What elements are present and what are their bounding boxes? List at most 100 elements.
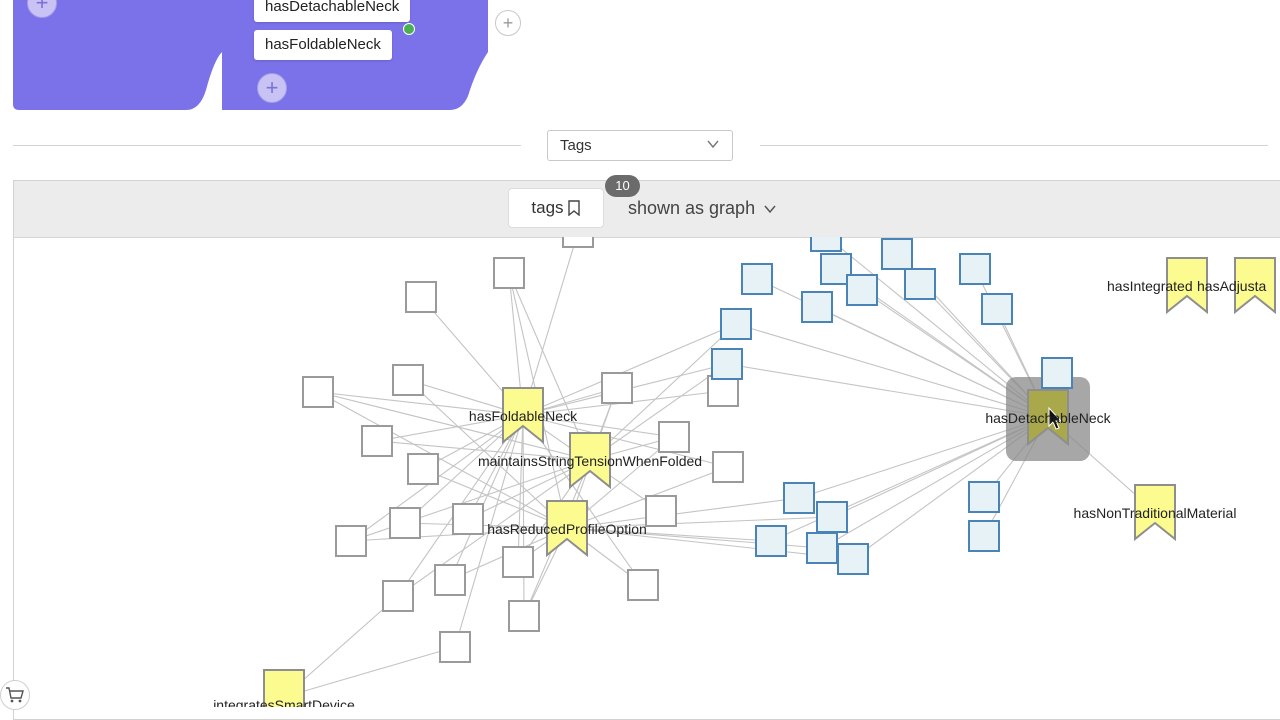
add-button-top-left[interactable]: + [27,0,57,18]
graph-edge [422,468,568,529]
graph-node-item [439,631,471,663]
graph-node-item [627,569,659,601]
graph-node-item [601,372,633,404]
tags-button-label: tags [531,198,564,217]
graph-edge [508,272,591,461]
graph-node-item [389,507,421,539]
graph-node-item [452,503,484,535]
graph-edge [407,379,568,529]
graph-edge [404,522,568,529]
graph-node-item-linked [810,237,842,252]
tag-node-label: hasAdjusta [1197,278,1266,294]
graph-edge [522,323,737,416]
divider-left [13,145,521,146]
graph-node-item-linked [981,293,1013,325]
graph-node-item-linked [881,238,913,270]
tag-node-bookmark [1134,484,1176,542]
tag-editor-block [13,0,488,110]
tag-node-bookmark [1166,257,1208,315]
graph-edge [522,414,675,438]
divider-right [760,145,1268,146]
graph-edge [735,323,1049,418]
graph-node-item [407,453,439,485]
graph-node-item [405,281,437,313]
tags-select[interactable]: Tags [547,130,733,161]
graph-node-item-linked [846,274,878,306]
chevron-down-icon [706,137,720,155]
graph-edge [566,516,833,529]
graph-node-item [508,600,540,632]
cart-icon[interactable] [0,680,30,710]
tags-select-value: Tags [560,137,592,154]
view-mode-dropdown[interactable]: shown as graph [628,198,777,219]
graph-edge [397,459,591,597]
graph-edge [726,363,1049,418]
tag-node-label: maintainsStringTensionWhenFolded [478,453,702,469]
graph-node-item-linked [968,520,1000,552]
graph-edge [566,497,800,529]
graph-edge [522,414,729,468]
bookmark-icon [567,200,581,216]
graph-node-item-linked [1041,357,1073,389]
graph-edge [566,527,854,560]
graph-node-item [707,375,739,407]
graph-node-item [392,364,424,396]
tags-button[interactable]: tags [508,188,604,228]
tag-node-label: hasNonTraditionalMaterial [1074,505,1237,521]
add-tag-button[interactable]: + [257,73,287,103]
graph-node-item-linked [801,291,833,323]
graph-node-item [562,237,594,248]
graph-node-item [502,546,534,578]
graph-node-item [645,495,677,527]
graph-edge [454,414,524,648]
mouse-cursor-icon [1048,406,1063,430]
graph-edge [317,391,591,461]
graph-node-item [493,257,525,289]
graph-node-item-linked [816,501,848,533]
graph-node-item [335,525,367,557]
view-mode-label: shown as graph [628,198,756,218]
tag-node-label: hasReducedProfileOption [487,521,647,537]
tag-node-label: hasIntegrated [1107,278,1193,294]
graph-node-item-linked [806,532,838,564]
tag-node-bookmark [502,387,544,445]
graph-edge [317,391,524,416]
tag-count-badge: 10 [605,175,640,197]
graph-node-item [302,376,334,408]
tag-chip-detachable-neck[interactable]: hasDetachableNeck [254,0,411,22]
graph-node-item [382,580,414,612]
graph-toolbar: tags 10 shown as graph [14,175,1280,238]
graph-edge [522,414,525,617]
tag-node-bookmark [546,500,588,558]
tag-node-bookmark [263,669,305,707]
tag-node-bookmark [569,432,611,490]
graph-edge [283,646,456,698]
status-dot [403,23,415,35]
graph-node-item-linked [904,268,936,300]
add-block-button[interactable]: + [495,10,521,36]
graph-node-item-linked [959,253,991,285]
tag-node-bookmark [1234,257,1276,315]
tag-chip-foldable-neck[interactable]: hasFoldableNeck [254,30,392,60]
graph-node-item-linked [968,481,1000,513]
tag-node-bookmark [1027,389,1069,447]
graph-node-item-linked [783,482,815,514]
graph-edge [449,414,524,581]
graph-node-item-linked [837,543,869,575]
tag-node-label: integratesSmartDevice [213,697,355,713]
graph-node-item [712,451,744,483]
graph-node-item-linked [720,308,752,340]
graph-edge [589,323,737,461]
graph-node-item-linked [741,263,773,295]
chevron-down-icon [763,204,777,214]
tag-node-label: hasDetachableNeck [985,410,1111,426]
tag-node-label: hasFoldableNeck [469,408,578,424]
graph-node-item [434,564,466,596]
graph-edge [517,414,524,563]
graph-node-item-linked [711,348,743,380]
graph-node-item-linked [755,525,787,557]
graph-edge [589,363,728,461]
graph-node-item [361,425,393,457]
graph-edge [522,237,578,416]
